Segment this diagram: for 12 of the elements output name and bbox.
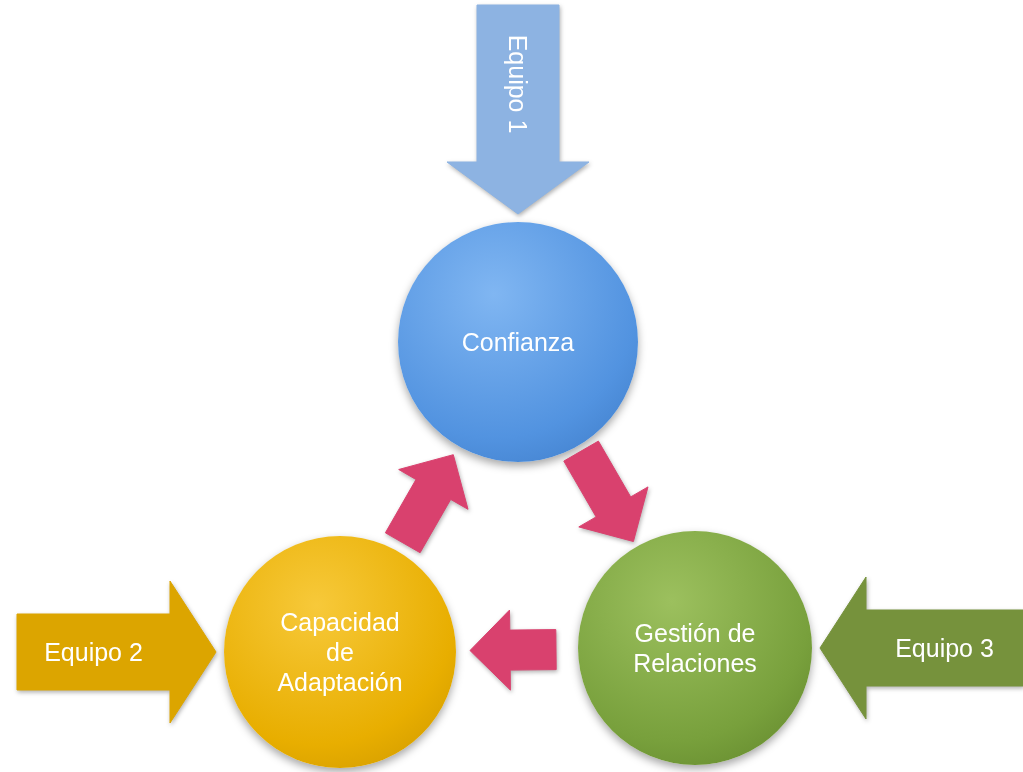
block-arrow bbox=[16, 580, 217, 724]
edge-label: Equipo 1 bbox=[503, 34, 533, 133]
block-arrow bbox=[384, 454, 469, 554]
block-arrow bbox=[819, 576, 1023, 720]
node-label: Gestión de Relaciones bbox=[632, 618, 758, 678]
node-label: Confianza bbox=[460, 327, 576, 357]
edge-label: Equipo 3 bbox=[895, 633, 994, 663]
block-arrow bbox=[469, 609, 557, 691]
edge-label: Equipo 2 bbox=[44, 637, 143, 667]
block-arrow bbox=[563, 440, 649, 542]
node-label: Capacidad de Adaptación bbox=[276, 607, 404, 697]
block-arrow bbox=[446, 4, 590, 215]
